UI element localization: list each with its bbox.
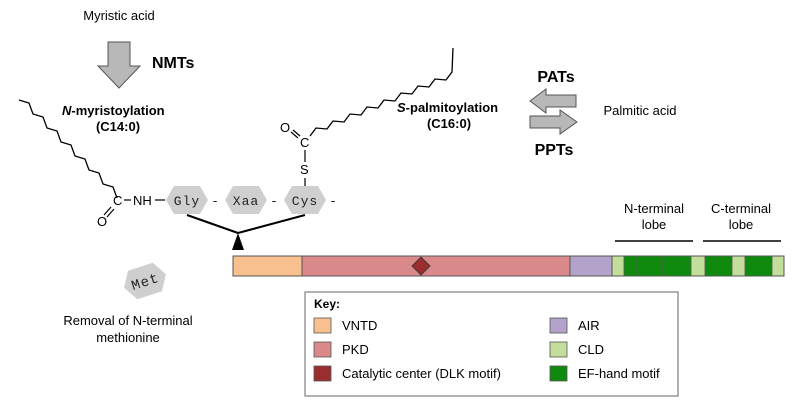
ef-hand-motif	[704, 255, 733, 277]
key-label-cld: CLD	[578, 342, 604, 357]
air-domain	[569, 255, 613, 277]
myristic-acid-label: Myristic acid	[83, 8, 155, 23]
key-title: Key:	[314, 297, 340, 311]
key-swatch-pkd	[313, 341, 332, 358]
catalytic-center-diamond	[411, 256, 431, 276]
dash-2: -	[270, 194, 278, 209]
c-lobe-line-1: C-terminal	[711, 201, 771, 216]
ef-hand-motif	[635, 255, 664, 277]
key-swatch-air	[549, 317, 568, 334]
gly-label: Gly	[174, 194, 200, 209]
pats-left-arrow	[529, 88, 577, 114]
key-swatch-cld	[549, 341, 568, 358]
nmts-label: NMTs	[152, 55, 194, 72]
gly-hexagon	[166, 186, 208, 214]
n-lobe-line-1: N-terminal	[624, 201, 684, 216]
key-swatch-ef-hand	[549, 365, 568, 382]
n-lobe-line-2: lobe	[642, 217, 667, 232]
key-swatch-vntd	[313, 317, 332, 334]
n-myristoylation-carbons: (C14:0)	[96, 119, 140, 134]
met-hexagon	[124, 262, 166, 300]
ppts-right-arrow	[529, 109, 578, 135]
s-palmitoylation-label: S-palmitoylation	[397, 100, 498, 115]
ppts-label: PPTs	[535, 142, 574, 159]
key-swatch-catalytic	[313, 365, 332, 382]
n-terminus-triangle	[232, 233, 244, 250]
key-box	[304, 291, 679, 397]
s-atom: S	[300, 162, 309, 177]
c-lobe-line-2: lobe	[729, 217, 754, 232]
co-double-bond-1	[103, 206, 112, 216]
pkd-domain	[301, 255, 571, 277]
key-label-vntd: VNTD	[342, 318, 377, 333]
funnel-line-left	[186, 214, 239, 234]
palmitic-acid-label: Palmitic acid	[604, 103, 677, 118]
key-label-air: AIR	[578, 318, 600, 333]
xaa-hexagon	[225, 186, 267, 214]
cys-hexagon	[284, 186, 326, 214]
s-palmitoylation-carbons: (C16:0)	[427, 116, 471, 131]
cys-label: Cys	[292, 194, 318, 209]
myristoyl-chain	[18, 99, 118, 199]
xaa-label: Xaa	[233, 194, 259, 209]
nmt-down-arrow	[96, 41, 142, 89]
key-label-pkd: PKD	[342, 342, 369, 357]
carbonyl-c-palm: C	[300, 135, 309, 150]
removal-line-1: Removal of N-terminal	[63, 313, 192, 328]
co-palm-bond-1	[290, 131, 299, 139]
carbonyl-o-n-term: O	[97, 214, 107, 229]
removal-line-2: methionine	[96, 330, 160, 345]
palmitoyl-chain	[309, 47, 454, 137]
key-label-ef-hand: EF-hand motif	[578, 366, 660, 381]
met-hexagon-group: Met	[124, 262, 166, 300]
dash-1: -	[211, 194, 219, 209]
key-label-catalytic: Catalytic center (DLK motif)	[342, 366, 501, 381]
n-myristoylation-label: N-myristoylation	[62, 103, 165, 118]
ef-hand-motif	[662, 255, 692, 277]
funnel-line-right	[237, 214, 306, 234]
ef-hand-motif	[623, 255, 637, 277]
co-double-bond-2	[106, 208, 115, 218]
dash-3: -	[329, 194, 337, 209]
carbonyl-o-palm: O	[280, 120, 290, 135]
protein-domain-bar	[232, 255, 785, 277]
co-palm-bond-2	[292, 129, 301, 137]
ef-hand-motif	[744, 255, 773, 277]
nh-label: NH	[133, 193, 152, 208]
carbonyl-c-n-term: C	[113, 193, 122, 208]
pats-label: PATs	[537, 69, 574, 86]
vntd-domain	[232, 255, 303, 277]
